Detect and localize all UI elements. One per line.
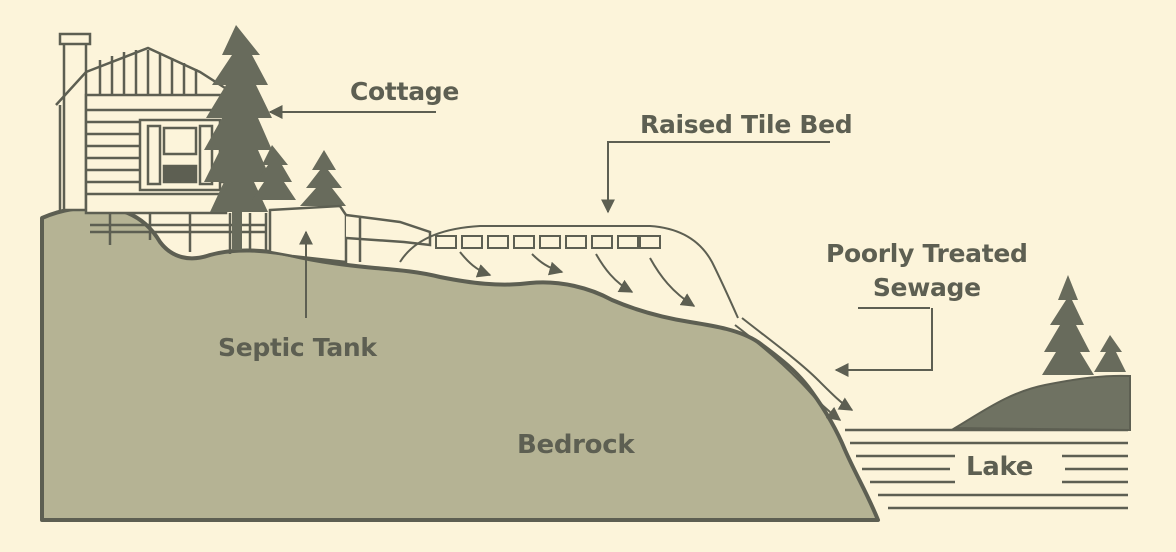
seepage-arrows [459, 251, 854, 421]
septic-tank [268, 204, 432, 264]
label-poorly-treated-line2: Sewage [872, 273, 981, 302]
label-septic-tank: Septic Tank [218, 333, 377, 362]
far-shore-trees [1042, 275, 1126, 375]
bedrock-shape [40, 205, 880, 522]
label-raised-tile-bed: Raised Tile Bed [640, 110, 853, 139]
raised-tile-bed-mound [399, 225, 739, 319]
cottage-trees [204, 25, 346, 250]
label-lake: Lake [966, 452, 1034, 482]
label-cottage: Cottage [350, 77, 460, 106]
tile-bed-pipes [435, 235, 661, 249]
label-poorly-treated-line1: Poorly Treated [826, 239, 1028, 268]
label-poorly-treated-sewage: Poorly Treated Sewage [826, 237, 1028, 305]
far-shore-hill [951, 374, 1131, 432]
cottage-building [55, 32, 268, 254]
label-leader-lines [268, 105, 933, 377]
label-bedrock: Bedrock [517, 430, 635, 460]
